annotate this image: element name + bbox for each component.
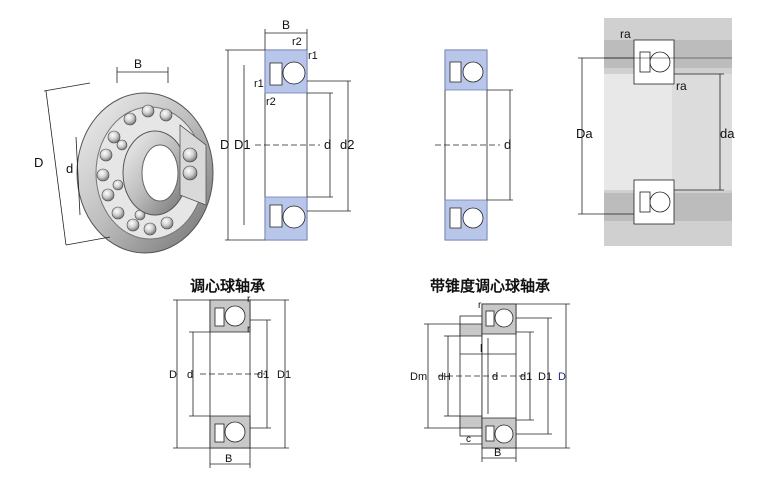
- label-c: c: [466, 434, 471, 445]
- self-aligning-title: 调心球轴承: [190, 277, 266, 295]
- label-B: B: [134, 57, 142, 71]
- label-D1: D1: [234, 137, 251, 152]
- label-D: D: [169, 369, 177, 381]
- label-d: d: [504, 137, 511, 152]
- label-D1: D1: [277, 369, 291, 381]
- label-Dm: Dm: [410, 371, 427, 383]
- label-D: D: [558, 371, 566, 383]
- label-r-top: r: [247, 294, 251, 305]
- bore: [141, 144, 179, 202]
- label-D: D: [34, 155, 43, 170]
- label-da: da: [720, 126, 735, 141]
- label-r: r: [478, 300, 482, 311]
- label-r1-left: r1: [254, 78, 264, 90]
- bearing-section-dimensions: B r2 r1 r1 r2 D D1 d d2: [220, 18, 354, 241]
- label-d1: d1: [257, 369, 269, 381]
- label-r1-top: r1: [308, 50, 318, 62]
- label-B: B: [225, 453, 232, 465]
- label-r2-left: r2: [266, 96, 276, 108]
- label-D: D: [220, 137, 229, 152]
- label-r-mid: r: [247, 324, 251, 335]
- label-ra-top: ra: [620, 27, 631, 41]
- label-d1: d1: [520, 371, 532, 383]
- label-B: B: [494, 447, 501, 459]
- bearing-section-variant: d: [435, 49, 513, 241]
- label-d2: d2: [340, 137, 354, 152]
- tapered-sleeve-bearing-drawing: r Dm dH l d d1 D1 D c B: [410, 300, 570, 462]
- label-r2-top: r2: [292, 36, 302, 48]
- self-aligning-bearing-drawing: r r D d d1 D1 B: [169, 294, 291, 468]
- label-d: d: [492, 371, 498, 383]
- label-l: l: [480, 343, 482, 355]
- abutment-drawing: ra ra Da da: [576, 18, 735, 246]
- bearing-3d-illustration: B D d: [34, 57, 214, 254]
- label-dH: dH: [438, 372, 451, 383]
- tapered-sleeve-title: 带锥度调心球轴承: [430, 277, 551, 295]
- label-d: d: [187, 369, 193, 381]
- label-d: d: [66, 161, 73, 176]
- label-d: d: [324, 137, 331, 152]
- label-B: B: [282, 18, 290, 32]
- ball-set: [96, 104, 174, 236]
- label-ra-right: ra: [676, 79, 687, 93]
- label-Da: Da: [576, 126, 593, 141]
- label-D1: D1: [538, 371, 552, 383]
